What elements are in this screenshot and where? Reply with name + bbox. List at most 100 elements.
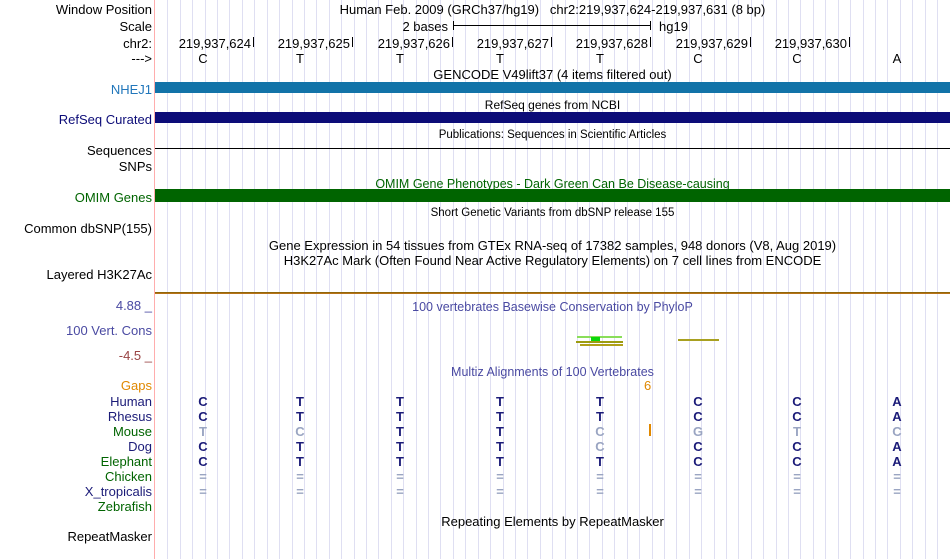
phylop-mark [591,337,600,343]
mouse-insertion-tick [649,424,651,436]
conservation-max-label: 4.88 _ [115,298,152,313]
species-label-chicken[interactable]: Chicken [105,469,152,484]
coordinate-tick [253,37,254,47]
gene-bar-omim[interactable] [155,189,950,202]
grid-line [676,0,678,559]
grid-line [279,0,281,559]
grid-line [502,0,504,559]
grid-line [763,0,765,559]
track-label-layered-h3k27ac[interactable]: Layered H3K27Ac [46,267,152,282]
track-label-gaps[interactable]: Gaps [120,378,152,393]
coordinate-label: 219,937,625 [277,36,350,51]
coordinate-tick [849,37,850,47]
alignment-base: = [296,484,304,499]
grid-line [614,0,616,559]
track-title-dbsnp[interactable]: Short Genetic Variants from dbSNP releas… [430,207,675,219]
alignment-base: T [396,439,404,454]
grid-line [862,0,864,559]
grid-line [887,0,889,559]
phylop-mark [580,344,623,346]
track-title-repeatmasker[interactable]: Repeating Elements by RepeatMasker [441,514,664,529]
grid-line [552,0,554,559]
grid-line [639,0,641,559]
grid-line [254,0,256,559]
scale-bar [453,21,651,30]
alignment-base: T [496,394,504,409]
grid-line [514,0,516,559]
grid-line [390,0,392,559]
track-title-gencode[interactable]: GENCODE V49lift37 (4 items filtered out) [433,67,672,82]
alignment-base: G [692,424,704,439]
alignment-base: = [396,469,404,484]
grid-line [316,0,318,559]
track-label-snps[interactable]: SNPs [118,159,152,174]
track-title-multiz[interactable]: Multiz Alignments of 100 Vertebrates [451,365,654,379]
coordinate-tick [352,37,353,47]
alignment-base: C [693,394,703,409]
track-label-sequences[interactable]: Sequences [86,143,152,158]
assembly-position-title: Human Feb. 2009 (GRCh37/hg19) chr2:219,9… [339,2,766,17]
track-label-repeatmasker[interactable]: RepeatMasker [67,529,152,544]
sequences-feature-line[interactable] [155,148,950,149]
reference-base: T [396,51,404,66]
grid-line [366,0,367,559]
track-title-omim[interactable]: OMIM Gene Phenotypes - Dark Green Can Be… [375,177,730,191]
grid-line [564,0,566,559]
alignment-base: C [595,424,605,439]
alignment-base: = [694,484,702,499]
grid-line [403,0,405,559]
coordinate-label: 219,937,630 [774,36,847,51]
track-title-refseq[interactable]: RefSeq genes from NCBI [484,98,621,112]
grid-line [353,0,355,559]
alignment-base: T [199,424,207,439]
alignment-base: = [296,469,304,484]
grid-line [663,0,665,559]
species-label-x_tropicalis[interactable]: X_tropicalis [84,484,152,499]
gap-count-annotation: 6 [644,378,652,393]
alignment-base: T [496,424,504,439]
grid-line [874,0,876,559]
grid-line [775,0,777,559]
alignment-base: = [496,484,504,499]
alignment-base: A [892,409,902,424]
alignment-base: T [296,454,304,469]
gene-bar-refseq[interactable] [155,112,950,123]
track-label-nhej1[interactable]: NHEJ1 [110,82,152,97]
grid-line [713,0,715,559]
reference-base: T [496,51,504,66]
species-label-zebrafish[interactable]: Zebrafish [97,499,152,514]
track-title-gtex[interactable]: Gene Expression in 54 tissues from GTEx … [268,238,837,253]
grid-line [241,0,243,559]
scale-label: Scale [119,19,152,34]
alignment-base: T [596,409,604,424]
species-label-human[interactable]: Human [110,394,152,409]
track-label-refseq-curated[interactable]: RefSeq Curated [58,112,152,127]
reference-base: T [296,51,304,66]
gene-bar-nhej1[interactable] [155,82,950,93]
alignment-base: A [892,394,902,409]
scale-value: 2 bases [402,19,448,34]
grid-line [527,0,529,559]
conservation-min-label: -4.5 _ [118,348,152,363]
phylop-mark [576,341,623,343]
alignment-base: = [199,484,207,499]
species-label-rhesus[interactable]: Rhesus [107,409,152,424]
coordinate-tick [452,37,453,47]
track-label-omim-genes[interactable]: OMIM Genes [74,190,152,205]
track-title-h3k27ac[interactable]: H3K27Ac Mark (Often Found Near Active Re… [283,253,822,268]
species-label-elephant[interactable]: Elephant [100,454,152,469]
alignment-base: = [793,484,801,499]
track-label-common-dbsnp[interactable]: Common dbSNP(155) [24,221,152,236]
alignment-base: T [496,409,504,424]
alignment-base: = [396,484,404,499]
track-title-publications[interactable]: Publications: Sequences in Scientific Ar… [438,129,667,141]
coordinate-label: 219,937,627 [476,36,549,51]
coordinate-label: 219,937,626 [377,36,450,51]
track-label-100-vert-cons[interactable]: 100 Vert. Cons [66,323,152,338]
species-label-mouse[interactable]: Mouse [112,424,152,439]
grid-line [626,0,628,559]
alignment-base: = [893,469,901,484]
track-title-phylop[interactable]: 100 vertebrates Basewise Conservation by… [412,300,693,314]
reference-base: C [693,51,703,66]
species-label-dog[interactable]: Dog [128,439,152,454]
